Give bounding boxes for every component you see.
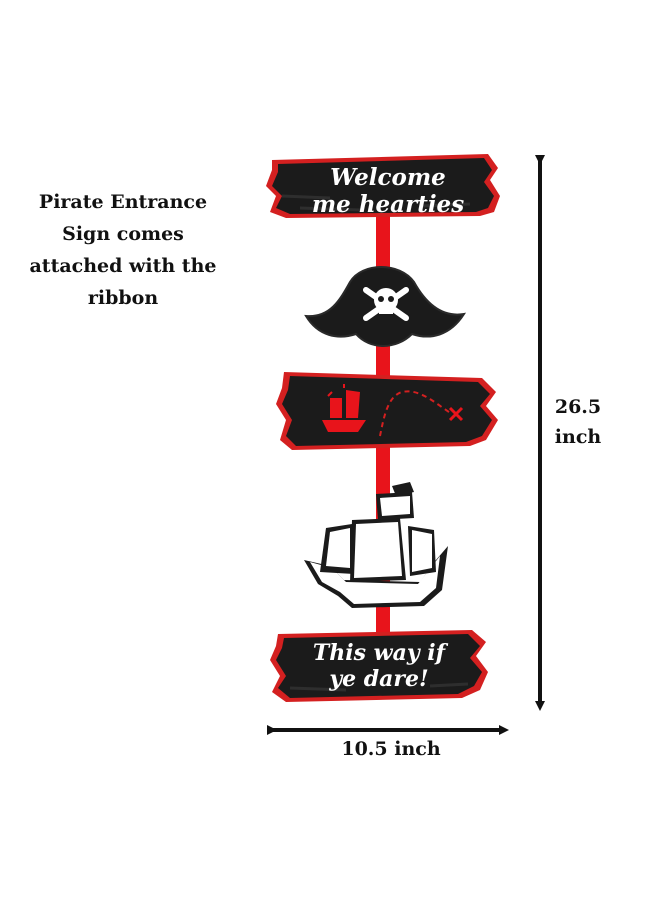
welcome-board (266, 154, 500, 218)
dare-line-1: This way if (312, 640, 446, 666)
width-label: 10.5 inch (341, 738, 441, 760)
x-mark-icon (448, 406, 464, 422)
treasure-map-board (276, 372, 498, 450)
white-ship (304, 482, 448, 608)
dare-text: This way if ye dare! (296, 640, 462, 692)
height-unit: inch (554, 426, 602, 448)
dare-line-2: ye dare! (329, 666, 429, 692)
product-caption: Pirate Entrance Sign comes attached with… (29, 191, 217, 309)
height-label: 26.5 inch (548, 392, 608, 452)
height-value: 26.5 (554, 396, 602, 418)
red-ship-icon (322, 384, 366, 432)
treasure-path (379, 390, 453, 437)
dare-board (270, 630, 488, 702)
welcome-line-2: me hearties (311, 191, 465, 218)
pirate-hat (304, 266, 467, 347)
skull-crossbones-icon (363, 287, 409, 321)
welcome-line-1: Welcome (330, 164, 446, 191)
welcome-text: Welcome me hearties (300, 164, 476, 218)
